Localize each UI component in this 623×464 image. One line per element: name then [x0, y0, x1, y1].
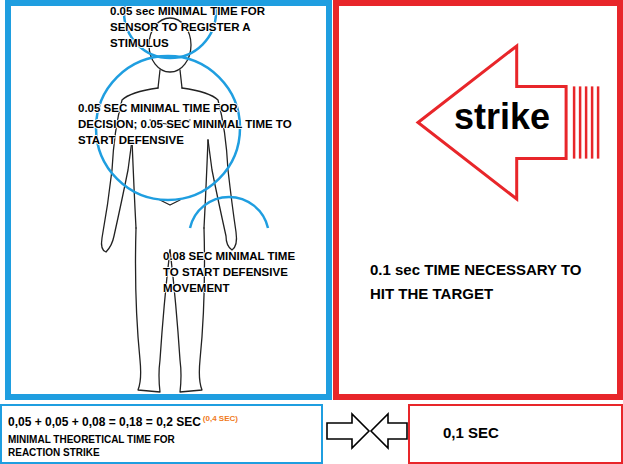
formula-caption: MINIMAL THEORETICAL TIME FOR REACTION ST… — [8, 433, 223, 459]
time-value: 0,1 SEC — [443, 423, 593, 443]
body-panel: 0.05 sec MINIMAL TIME FOR SENSOR TO REGI… — [5, 0, 332, 400]
timing-note: 0.05 sec MINIMAL TIME FOR SENSOR TO REGI… — [110, 3, 305, 51]
reaction-time-box: 0,05 + 0,05 + 0,08 = 0,18 = 0,2 SEC(0,4 … — [0, 404, 323, 464]
timing-note: 0.05 SEC MINIMAL TIME FOR DECISION; 0.05… — [78, 100, 296, 148]
formula-text: 0,05 + 0,05 + 0,08 = 0,18 = 0,2 SEC — [8, 415, 201, 429]
strike-time-box: 0,1 SEC — [408, 404, 623, 464]
strike-panel: 0.1 sec TIME NECESSARY TO HIT THE TARGET… — [333, 0, 623, 400]
formula-line: 0,05 + 0,05 + 0,08 = 0,18 = 0,2 SEC(0,4 … — [8, 411, 238, 430]
timing-note: 0.1 sec TIME NECESSARY TO HIT THE TARGET — [370, 258, 595, 306]
alternate-value: (0,4 SEC) — [203, 414, 238, 423]
timing-note: 0.08 SEC MINIMAL TIME TO START DEFENSIVE… — [163, 248, 313, 296]
strike-arrow: strike — [416, 44, 606, 201]
arrow-label: strike — [454, 96, 594, 138]
comparison-arrow — [327, 414, 407, 448]
